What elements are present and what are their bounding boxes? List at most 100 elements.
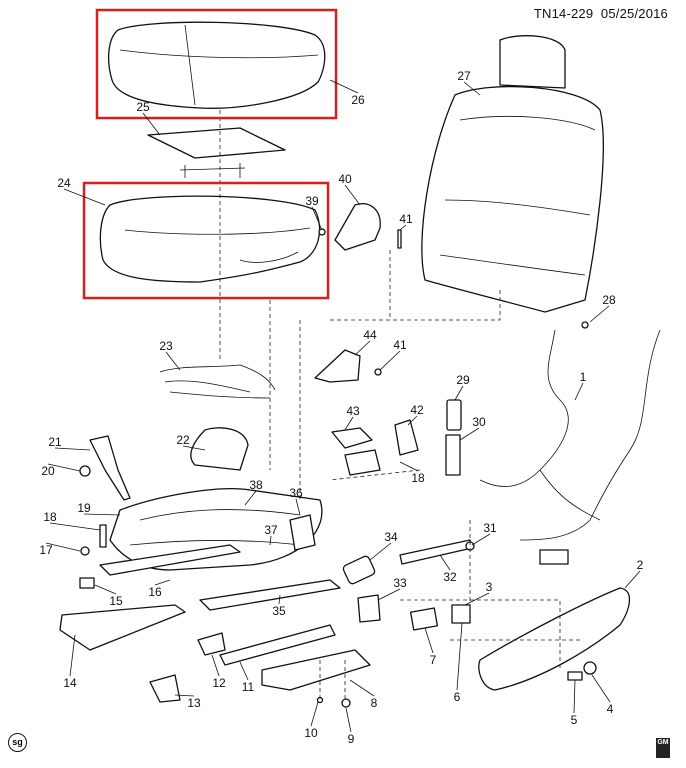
callout-31: 31 — [483, 521, 497, 535]
callout-3: 3 — [486, 580, 493, 594]
seat-back-cover — [421, 85, 604, 313]
sg-logo: sg — [8, 733, 27, 752]
leader-line — [174, 694, 195, 697]
callout-11: 11 — [242, 680, 255, 694]
leader-line — [369, 542, 392, 561]
leader-line — [182, 445, 206, 451]
callout-34: 34 — [384, 530, 398, 544]
callout-27: 27 — [457, 69, 471, 83]
highlight-seat-cushion-pad — [82, 181, 330, 300]
callout-22: 22 — [176, 433, 190, 447]
callout-20: 20 — [41, 464, 55, 478]
callout-25: 25 — [136, 100, 150, 114]
callout-29: 29 — [456, 373, 470, 387]
leader-line — [47, 463, 81, 472]
callout-5: 5 — [571, 713, 578, 727]
callout-21: 21 — [48, 435, 62, 449]
suspension-springs — [159, 364, 276, 399]
callout-26: 26 — [351, 93, 365, 107]
callout-33: 33 — [393, 576, 407, 590]
leader-line — [45, 542, 81, 552]
leader-line — [464, 592, 490, 606]
callout-16: 16 — [148, 585, 162, 599]
leader-line — [154, 579, 171, 586]
alignment-lines — [219, 110, 580, 700]
leader-line — [311, 206, 323, 231]
callout-28: 28 — [602, 293, 616, 307]
callout-42: 42 — [410, 403, 424, 417]
callout-30: 30 — [472, 415, 486, 429]
leader-line — [379, 350, 401, 371]
callout-19: 19 — [77, 501, 91, 515]
leader-line — [377, 588, 401, 601]
document-id: TN14-229 — [533, 6, 594, 21]
callout-13: 13 — [187, 696, 201, 710]
leader-line — [344, 184, 361, 206]
leader-line — [49, 522, 101, 531]
leader-line — [329, 79, 359, 94]
leader-line — [295, 498, 301, 516]
callout-10: 10 — [304, 726, 318, 740]
leader-line — [573, 679, 576, 714]
callout-41: 41 — [399, 212, 413, 226]
callout-43: 43 — [346, 404, 360, 418]
leader-line — [574, 382, 584, 401]
callout-32: 32 — [443, 570, 457, 584]
callout-44: 44 — [363, 328, 377, 342]
leader-line — [165, 351, 181, 371]
leader-line — [310, 701, 319, 727]
leader-line — [591, 674, 611, 703]
leader-line — [399, 461, 419, 472]
leader-line — [244, 490, 257, 506]
callout-24: 24 — [57, 176, 71, 190]
callout-38: 38 — [249, 478, 263, 492]
callout-18: 18 — [411, 471, 425, 485]
leader-line — [407, 415, 418, 426]
callout-40: 40 — [338, 172, 352, 186]
leader-line — [459, 427, 480, 441]
leader-line — [344, 416, 354, 431]
callout-9: 9 — [348, 732, 355, 746]
callout-6: 6 — [454, 690, 461, 704]
callout-36: 36 — [289, 486, 303, 500]
leader-line — [69, 634, 76, 677]
leader-line — [211, 654, 220, 677]
leader-line — [239, 661, 249, 681]
callout-1: 1 — [580, 370, 587, 384]
seat-back — [499, 35, 566, 89]
callout-39: 39 — [305, 194, 319, 208]
wiring-harness — [479, 329, 661, 541]
leader-line — [454, 385, 464, 401]
callout-17: 17 — [39, 543, 53, 557]
leader-line — [345, 707, 352, 733]
seat-cushion-pad — [99, 195, 321, 283]
bracket-40 — [334, 203, 381, 251]
leader-line — [63, 188, 106, 206]
seat-cushion-cover — [107, 21, 326, 109]
callout-12: 12 — [212, 676, 226, 690]
callout-35: 35 — [272, 604, 286, 618]
leader-line — [83, 513, 121, 516]
leader-line — [456, 622, 463, 691]
leader-line — [463, 81, 481, 96]
callout-23: 23 — [159, 339, 173, 353]
leader-line — [354, 340, 371, 356]
leader-line — [142, 112, 161, 136]
callout-41: 41 — [393, 338, 407, 352]
callout-7: 7 — [430, 653, 437, 667]
leader-line — [94, 584, 117, 595]
leader-line — [54, 447, 91, 451]
seat-frame — [109, 488, 323, 571]
leader-line — [399, 224, 407, 231]
leader-line — [278, 594, 281, 605]
leader-line — [349, 679, 375, 697]
leader-line — [439, 554, 451, 571]
callout-4: 4 — [607, 702, 614, 716]
gm-logo: GM — [656, 738, 670, 758]
callout-8: 8 — [371, 696, 378, 710]
seat-belt-buckle — [89, 435, 131, 501]
cushion-pan — [147, 127, 286, 159]
highlight-seat-cushion-cover — [95, 8, 338, 120]
callout-18: 18 — [43, 510, 57, 524]
